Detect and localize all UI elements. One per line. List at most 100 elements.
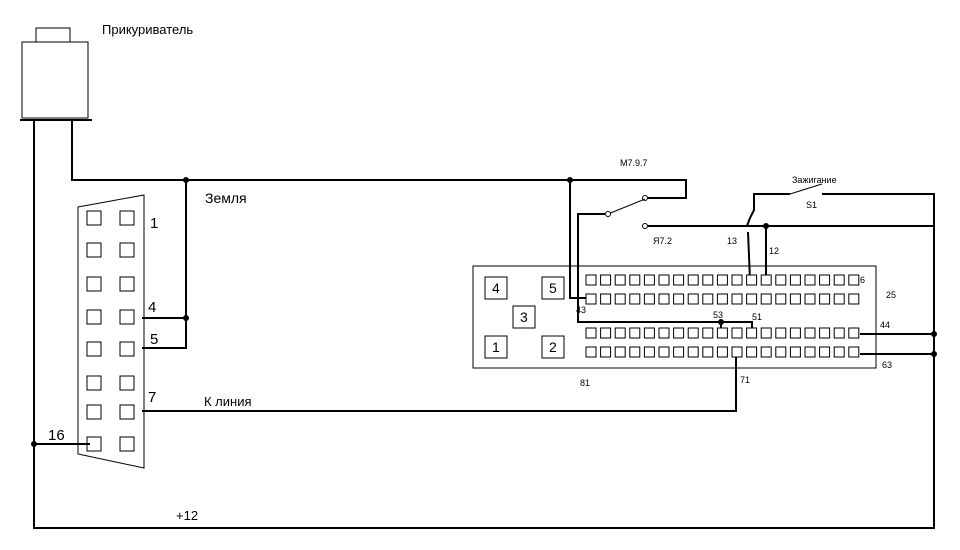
ecu-pin bbox=[731, 274, 743, 286]
ecu-pin bbox=[833, 274, 845, 286]
ecu-pin bbox=[702, 346, 714, 358]
switch-lever bbox=[607, 198, 646, 215]
junction-dot bbox=[567, 177, 573, 183]
ecu-pin bbox=[848, 293, 860, 305]
obd-pin bbox=[119, 341, 135, 357]
ecu-pin bbox=[848, 346, 860, 358]
obd-pin-grid bbox=[86, 210, 135, 452]
ecu-block-5 bbox=[541, 276, 565, 300]
obd-pin-5-label: 5 bbox=[150, 331, 158, 348]
ecu-pin-6-label: 6 bbox=[860, 275, 865, 285]
ecu-pin bbox=[819, 346, 831, 358]
obd-pin-7-label: 7 bbox=[148, 389, 156, 406]
ecu-pin bbox=[600, 274, 612, 286]
ecu-pin bbox=[731, 293, 743, 305]
ecu-pin bbox=[702, 274, 714, 286]
ecu-pin bbox=[848, 274, 860, 286]
ecu-block-2 bbox=[541, 335, 565, 359]
ecu-pin bbox=[746, 293, 758, 305]
ecu-pin bbox=[789, 293, 801, 305]
obd-pin bbox=[86, 404, 102, 420]
ecu-pin bbox=[819, 293, 831, 305]
obd-pin bbox=[119, 242, 135, 258]
ecu-pin bbox=[673, 274, 685, 286]
junction-dot bbox=[763, 223, 769, 229]
ecu-block-1 bbox=[484, 335, 508, 359]
ecu-pin bbox=[819, 327, 831, 339]
obd-pin bbox=[86, 309, 102, 325]
ecu-block-1-label: 1 bbox=[492, 339, 500, 355]
ecu-pin bbox=[716, 327, 728, 339]
ecu-m797-label: M7.9.7 bbox=[620, 158, 648, 168]
plus12-label: +12 bbox=[176, 508, 198, 523]
junction-dot bbox=[931, 351, 937, 357]
ecu-ya72-label: Я7.2 bbox=[653, 236, 672, 246]
cigarette-lighter-plug bbox=[20, 27, 92, 121]
ecu-pin bbox=[673, 346, 685, 358]
ecu-pin bbox=[775, 327, 787, 339]
obd-pin bbox=[86, 242, 102, 258]
ecu-pin bbox=[804, 346, 816, 358]
ground-label: Земля bbox=[205, 190, 247, 206]
ecu-pin-51-label: 51 bbox=[752, 312, 762, 322]
ecu-pin bbox=[789, 274, 801, 286]
switch-contact bbox=[642, 223, 648, 229]
ecu-pin bbox=[716, 346, 728, 358]
ecu-pin bbox=[629, 327, 641, 339]
ecu-pin bbox=[643, 274, 655, 286]
ecu-pin-53-label: 53 bbox=[713, 310, 723, 320]
lighter-plug-tip bbox=[35, 27, 71, 43]
ecu-pin bbox=[687, 327, 699, 339]
ecu-pin bbox=[833, 293, 845, 305]
ecu-pin bbox=[687, 346, 699, 358]
ecu-pin bbox=[643, 346, 655, 358]
ecu-pin bbox=[600, 346, 612, 358]
obd-connector bbox=[77, 194, 145, 469]
ecu-pin bbox=[702, 327, 714, 339]
ground-wire bbox=[71, 120, 687, 349]
ecu-pin bbox=[804, 293, 816, 305]
ecu-block-3-label: 3 bbox=[520, 309, 528, 325]
switch-s1-lever bbox=[789, 183, 823, 195]
ecu-pin bbox=[775, 274, 787, 286]
ecu-pin bbox=[848, 327, 860, 339]
ecu-pin bbox=[600, 327, 612, 339]
obd-pin bbox=[86, 341, 102, 357]
ecu-pin bbox=[614, 346, 626, 358]
ecu-pin bbox=[585, 274, 597, 286]
ecu-type-switch bbox=[577, 195, 753, 330]
ecu-pin bbox=[687, 293, 699, 305]
ecu-pin-43-label: 43 bbox=[576, 305, 586, 315]
ecu-pin bbox=[585, 346, 597, 358]
ecu-block-4-label: 4 bbox=[492, 280, 500, 296]
ecu-pin bbox=[702, 293, 714, 305]
obd-pin bbox=[86, 276, 102, 292]
ecu-pin bbox=[600, 293, 612, 305]
ecu-block-2-label: 2 bbox=[549, 339, 557, 355]
ecu-pin-25-label: 25 bbox=[886, 290, 896, 300]
ecu-pin bbox=[819, 274, 831, 286]
ecu-pin-grid bbox=[585, 274, 860, 358]
ecu-pin bbox=[746, 327, 758, 339]
ecu-pin-63-label: 63 bbox=[882, 360, 892, 370]
obd-pin bbox=[119, 404, 135, 420]
obd-pin bbox=[86, 375, 102, 391]
switch-contact bbox=[605, 211, 611, 217]
ecu-pin bbox=[804, 327, 816, 339]
ecu-pin bbox=[643, 327, 655, 339]
ecu-pin-12-label: 12 bbox=[769, 246, 779, 256]
obd-pin bbox=[86, 210, 102, 226]
ecu-connector bbox=[472, 265, 877, 369]
ecu-pin bbox=[789, 327, 801, 339]
ecu-pin bbox=[614, 293, 626, 305]
switch-s1-label: S1 bbox=[806, 200, 817, 210]
ecu-block-3 bbox=[512, 305, 536, 329]
ecu-pin bbox=[643, 293, 655, 305]
ecu-pin-44-label: 44 bbox=[880, 320, 890, 330]
cigarette-lighter-label: Прикуриватель bbox=[102, 22, 193, 37]
obd-pin-16-label: 16 bbox=[48, 427, 65, 444]
obd-pin-1-label: 1 bbox=[150, 215, 158, 232]
ecu-pin-71-label: 71 bbox=[740, 375, 750, 385]
ecu-pin-13-label: 13 bbox=[727, 236, 737, 246]
junction-dot bbox=[931, 331, 937, 337]
